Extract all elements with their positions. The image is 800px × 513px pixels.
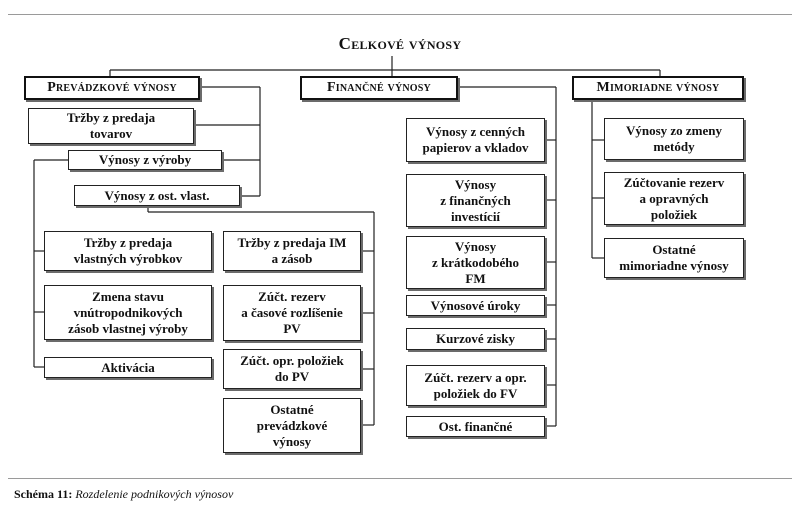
category-financne: Finančné výnosy: [300, 76, 458, 100]
caption-label: Schéma 11:: [14, 487, 73, 501]
box-ostatne-mimoriadne: Ostatné mimoriadne výnosy: [604, 238, 744, 278]
box-financne-investicie: Výnosy z finančných investícií: [406, 174, 545, 227]
box-zmena-metody: Výnosy zo zmeny metódy: [604, 118, 744, 160]
box-zuctovanie-rezerv: Zúčtovanie rezerv a opravných položiek: [604, 172, 744, 225]
figure-caption: Schéma 11: Rozdelenie podnikových výnoso…: [14, 487, 233, 502]
box-trzby-im: Tržby z predaja IM a zásob: [223, 231, 361, 271]
category-prevadzkove: Prevádzkové výnosy: [24, 76, 200, 100]
bottom-rule: [8, 478, 792, 479]
box-vynosy-ost-vlast: Výnosy z ost. vlast.: [74, 185, 240, 206]
diagram-title: Celkové výnosy: [338, 34, 462, 53]
box-ost-financne: Ost. finančné: [406, 416, 545, 437]
box-ostatne-prevadzkove: Ostatné prevádzkové výnosy: [223, 398, 361, 453]
top-rule: [8, 14, 792, 15]
box-vynosy-z-vyroby: Výnosy z výroby: [68, 150, 222, 170]
box-kurzove-zisky: Kurzové zisky: [406, 328, 545, 350]
box-kratkodobe-fm: Výnosy z krátkodobého FM: [406, 236, 545, 289]
box-trzby-tovarov: Tržby z predaja tovarov: [28, 108, 194, 144]
box-cenne-papiere: Výnosy z cenných papierov a vkladov: [406, 118, 545, 162]
box-zmena-stavu: Zmena stavu vnútropodnikových zásob vlas…: [44, 285, 212, 340]
box-zuct-rezerv-pv: Zúčt. rezerv a časové rozlíšenie PV: [223, 285, 361, 341]
box-zuct-opr-pv: Zúčt. opr. položiek do PV: [223, 349, 361, 389]
caption-text: Rozdelenie podnikových výnosov: [75, 487, 234, 501]
box-aktivacia: Aktivácia: [44, 357, 212, 378]
category-mimoriadne: Mimoriadne výnosy: [572, 76, 744, 100]
box-vynosove-uroky: Výnosové úroky: [406, 295, 545, 316]
box-zuct-rezerv-fv: Zúčt. rezerv a opr. položiek do FV: [406, 365, 545, 406]
box-trzby-vyrobkov: Tržby z predaja vlastných výrobkov: [44, 231, 212, 271]
